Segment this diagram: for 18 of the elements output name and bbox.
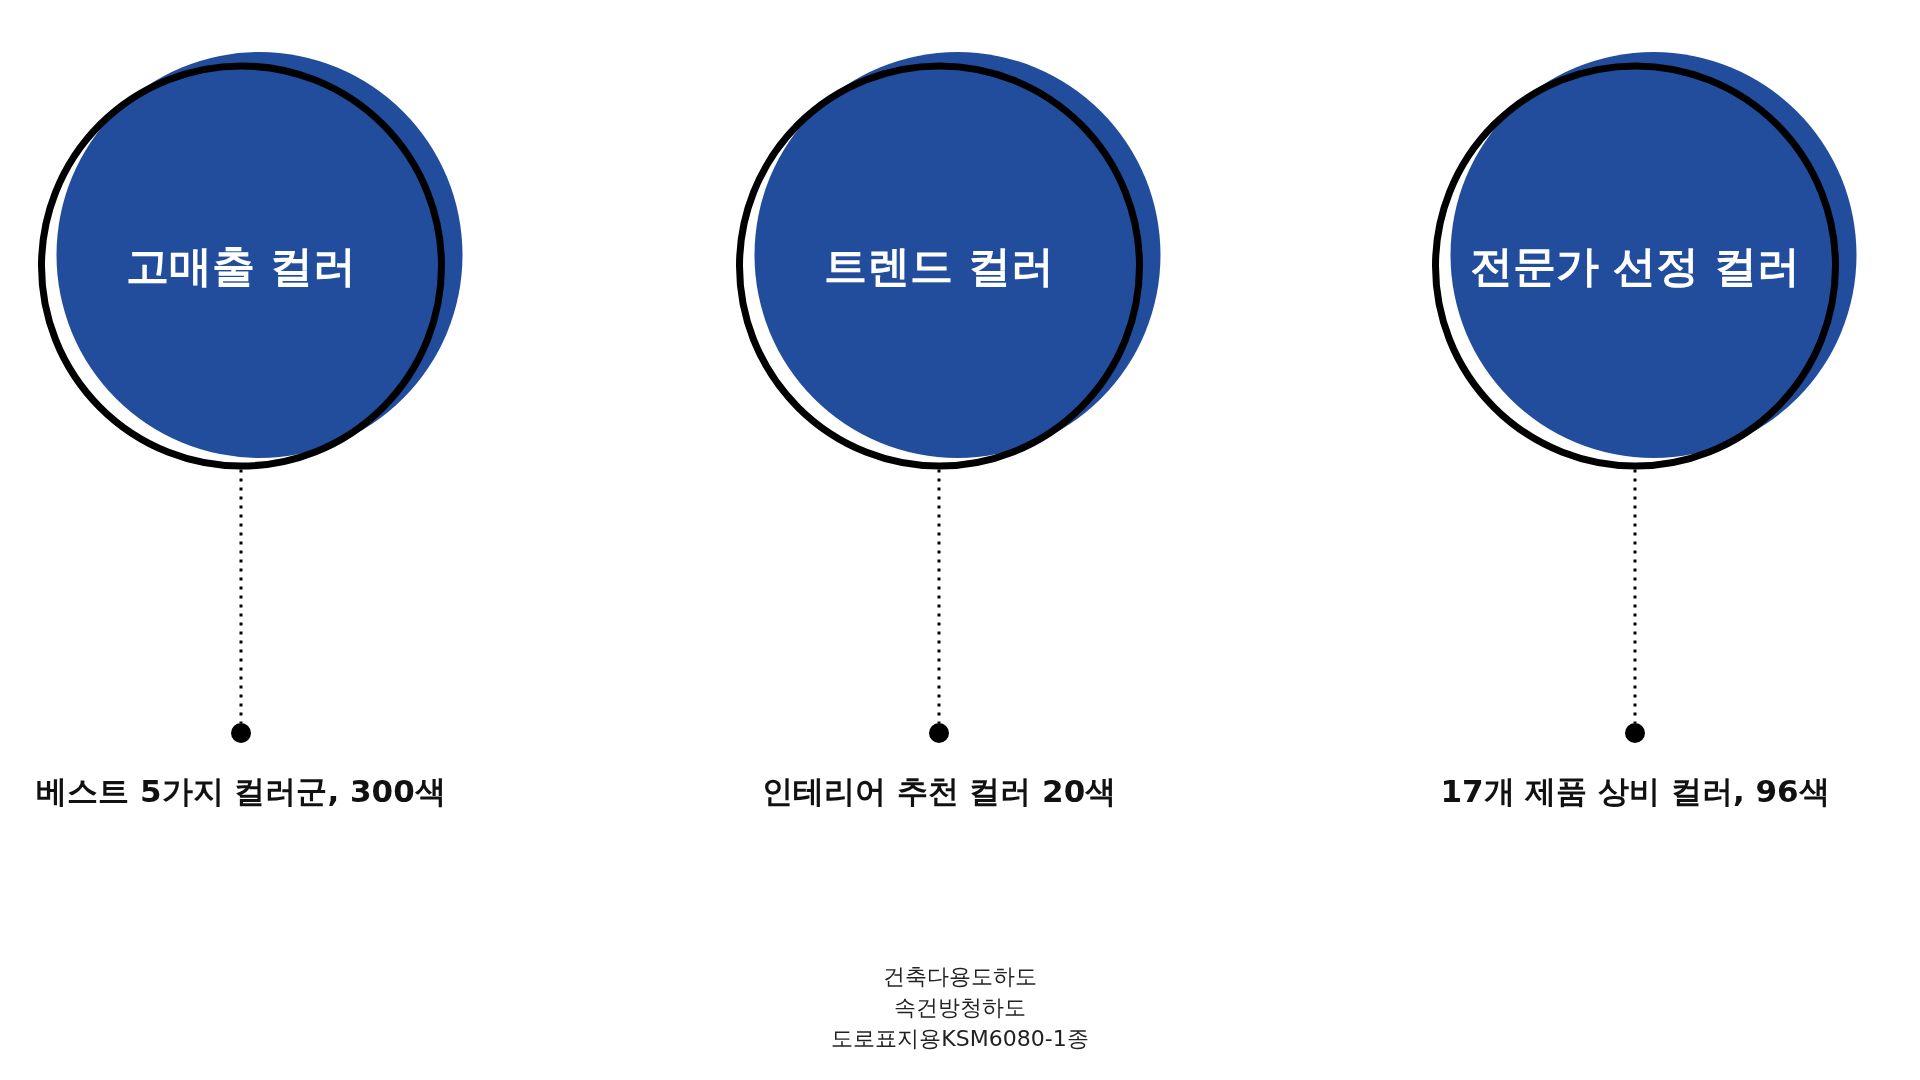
circle-title: 고매출 컬러 [125, 240, 357, 293]
circle-badge [37, 50, 464, 472]
dot-marker [1625, 723, 1645, 743]
node-label: 베스트 5가지 컬러군, 300색 [35, 772, 447, 811]
dotted-connector [1633, 469, 1637, 723]
circle-badge [735, 50, 1162, 472]
dot-marker [231, 723, 251, 743]
dotted-connector [937, 469, 941, 723]
dot-marker [929, 723, 949, 743]
circle-badge [1431, 50, 1858, 472]
node-label: 17개 제품 상비 컬러, 96색 [1439, 772, 1831, 811]
circle-title: 전문가 선정 컬러 [1468, 240, 1802, 293]
note-text: 도로표지용KSM6080-1종 [830, 1025, 1090, 1053]
note-text: 건축다용도하도 [882, 963, 1038, 991]
node-label: 인테리어 추천 컬러 20색 [760, 772, 1118, 811]
note-text: 속건방청하도 [893, 994, 1027, 1022]
dotted-connector [239, 469, 243, 723]
circle-title: 트렌드 컬러 [823, 240, 1055, 293]
